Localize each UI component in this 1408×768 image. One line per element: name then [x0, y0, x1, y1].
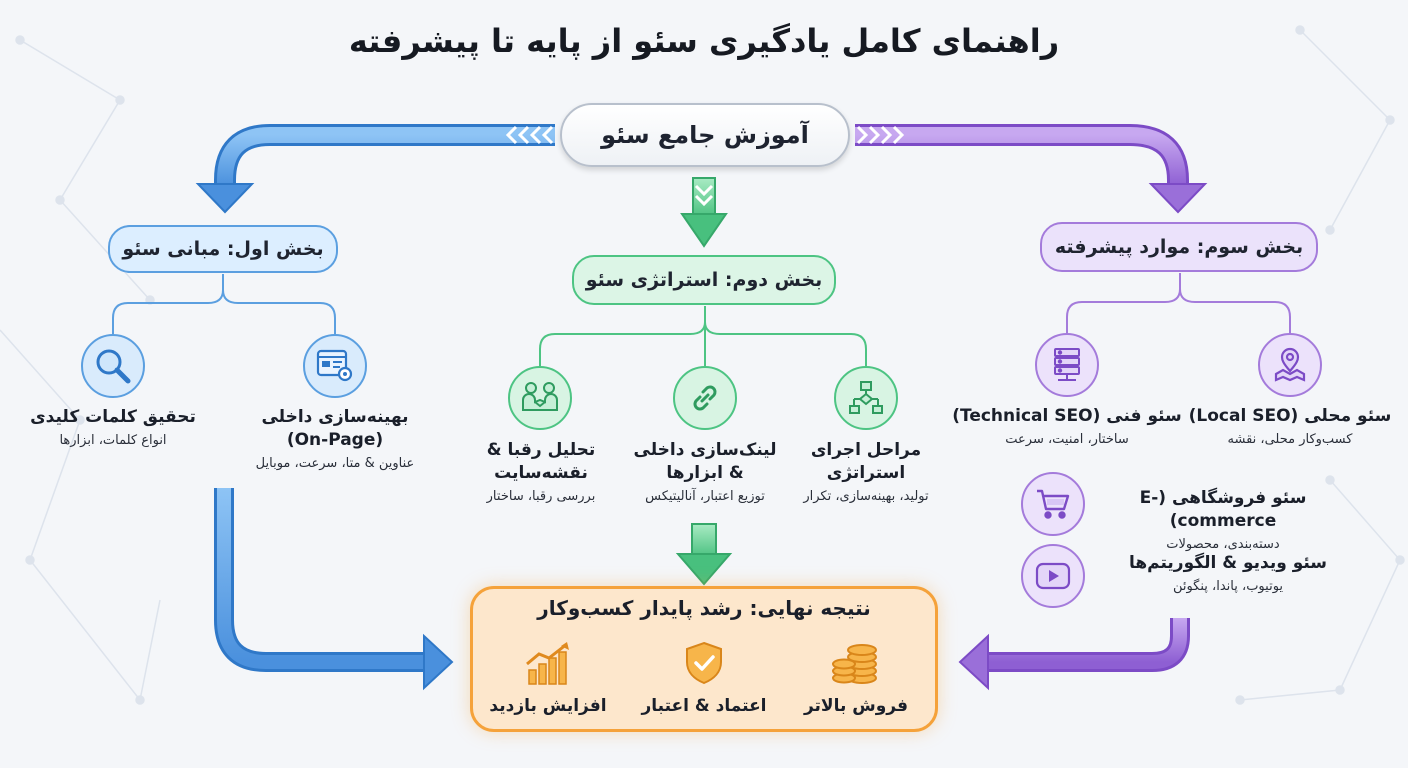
background-network [0, 25, 1405, 705]
section2-node-execution-steps: مراحل اجرای استراتژی تولید، بهینه‌سازی، … [776, 439, 956, 507]
node-subtitle: بررسی رقبا، ساختار [486, 489, 596, 504]
result-title: نتیجه نهایی: رشد پایدار کسب‌وکار [537, 596, 871, 620]
section3-node-video-seo: سئو ویدیو & الگوریتم‌ها یوتیوب، پاندا، پ… [1106, 552, 1350, 597]
arrow-to-section3 [855, 124, 1208, 214]
map-pin-icon [1258, 333, 1322, 397]
section3-node-ecommerce-seo: سئو فروشگاهی (E-commerce) دسته‌بندی، محص… [1096, 487, 1350, 555]
node-title: بهینه‌سازی داخلی [261, 407, 409, 427]
result-label: افزایش بازدید [489, 696, 607, 716]
section2-node-internal-linking: لینک‌سازی داخلی & ابزارها توزیع اعتبار، … [610, 439, 800, 507]
node-title: سئو محلی (Local SEO) [1188, 406, 1392, 426]
node-subtitle: کسب‌وکار محلی، نقشه [1227, 432, 1353, 447]
section1-pill: بخش اول: مبانی سئو [108, 225, 338, 273]
section1-node-keywords: تحقیق کلمات کلیدی انواع کلمات، ابزارها [16, 406, 210, 451]
result-item-traffic: افزایش بازدید [478, 640, 618, 716]
arrow-section1-to-result [214, 488, 454, 691]
section3-node-technical-seo: سئو فنی (Technical SEO) ساختار، امنیت، س… [950, 405, 1184, 450]
node-title: تحلیل رقبا & [486, 440, 596, 460]
node-title-line2: & ابزارها [666, 463, 744, 483]
center-topic-pill: آموزش جامع سئو [560, 103, 850, 167]
result-item-sales: فروش بالاتر [786, 640, 926, 716]
section3-node-local-seo: سئو محلی (Local SEO) کسب‌وکار محلی، نقشه [1188, 405, 1392, 450]
section3-branches [1066, 273, 1291, 333]
magnifier-icon [81, 334, 145, 398]
section2-node-competitor-analysis: تحلیل رقبا & نقشه‌سایت بررسی رقبا، ساختا… [458, 439, 624, 507]
link-icon [673, 366, 737, 430]
result-label: اعتماد & اعتبار [641, 696, 767, 716]
node-subtitle: انواع کلمات، ابزارها [59, 433, 167, 448]
node-title-line2: نقشه‌سایت [494, 463, 588, 483]
node-title: تحقیق کلمات کلیدی [30, 407, 196, 427]
section3-pill: بخش سوم: موارد پیشرفته [1040, 222, 1318, 272]
node-title: سئو فنی (Technical SEO) [952, 406, 1182, 426]
result-item-trust: اعتماد & اعتبار [634, 640, 774, 716]
node-title: مراحل اجرای [810, 440, 922, 460]
node-subtitle: عناوین & متا، سرعت، موبایل [255, 456, 415, 471]
node-title: لینک‌سازی داخلی [633, 440, 777, 460]
node-subtitle: ساختار، امنیت، سرعت [1005, 432, 1129, 447]
section1-branches [112, 274, 336, 334]
node-subtitle: یوتیوب، پاندا، پنگوئن [1172, 579, 1284, 594]
flowchart-icon [834, 366, 898, 430]
node-title-line2: (On-Page) [286, 430, 384, 450]
handshake-icon [508, 366, 572, 430]
result-label: فروش بالاتر [803, 696, 909, 716]
node-title: سئو ویدیو & الگوریتم‌ها [1128, 553, 1328, 573]
arrow-to-section1 [195, 124, 555, 214]
page-title: راهنمای کامل یادگیری سئو از پایه تا پیشر… [348, 22, 1060, 60]
webpage-gear-icon [303, 334, 367, 398]
section2-pill: بخش دوم: استراتژی سئو [572, 255, 836, 305]
arrow-section3-to-result [958, 618, 1190, 691]
node-title: سئو فروشگاهی (E-commerce) [1139, 488, 1307, 531]
play-icon [1021, 544, 1085, 608]
coins-icon [832, 644, 877, 684]
node-subtitle: توزیع اعتبار، آنالیتیکس [645, 489, 765, 504]
arrow-to-section2 [680, 177, 728, 248]
node-subtitle: تولید، بهینه‌سازی، تکرار [803, 489, 929, 504]
section2-branches [539, 306, 867, 366]
section1-node-onpage: بهینه‌سازی داخلی (On-Page) عناوین & متا،… [230, 406, 440, 474]
node-title-line2: استراتژی [826, 463, 906, 483]
server-icon [1035, 333, 1099, 397]
cart-icon [1021, 472, 1085, 536]
shield-check-icon [686, 641, 722, 685]
arrow-section2-to-result [675, 523, 733, 586]
node-subtitle: دسته‌بندی، محصولات [1166, 537, 1280, 552]
growth-chart-icon [526, 642, 569, 685]
